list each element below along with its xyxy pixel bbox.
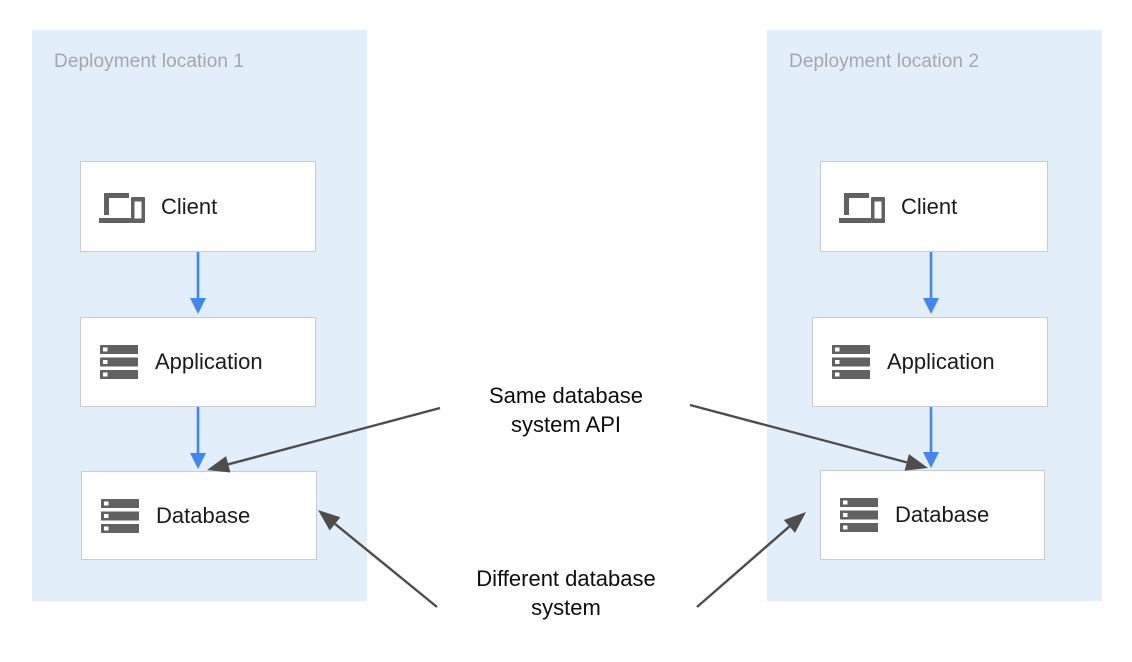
zone-label: Deployment location 1 [54,51,245,72]
devices-icon [99,192,145,223]
server-stack-icon [100,345,138,379]
node-label: Database [895,502,990,527]
devices-icon [839,192,885,223]
node-application-1[interactable]: Application [80,317,316,407]
node-client-1[interactable]: Client [80,161,316,252]
server-stack-icon [840,498,878,532]
node-label: Application [887,349,995,374]
annotation-different-database-system: Different database system [476,566,656,620]
node-label: Application [155,349,263,374]
node-label: Client [161,193,218,219]
server-stack-icon [832,345,870,379]
node-database-1[interactable]: Database [81,471,317,560]
annotation-same-database-system-api: Same database system API [488,383,644,437]
node-application-2[interactable]: Application [812,317,1048,407]
zone-label: Deployment location 2 [789,51,980,72]
node-label: Database [156,502,251,528]
server-stack-icon [101,498,139,533]
node-label: Client [901,193,958,219]
node-client-2[interactable]: Client [820,161,1048,252]
node-database-2[interactable]: Database [820,470,1045,560]
